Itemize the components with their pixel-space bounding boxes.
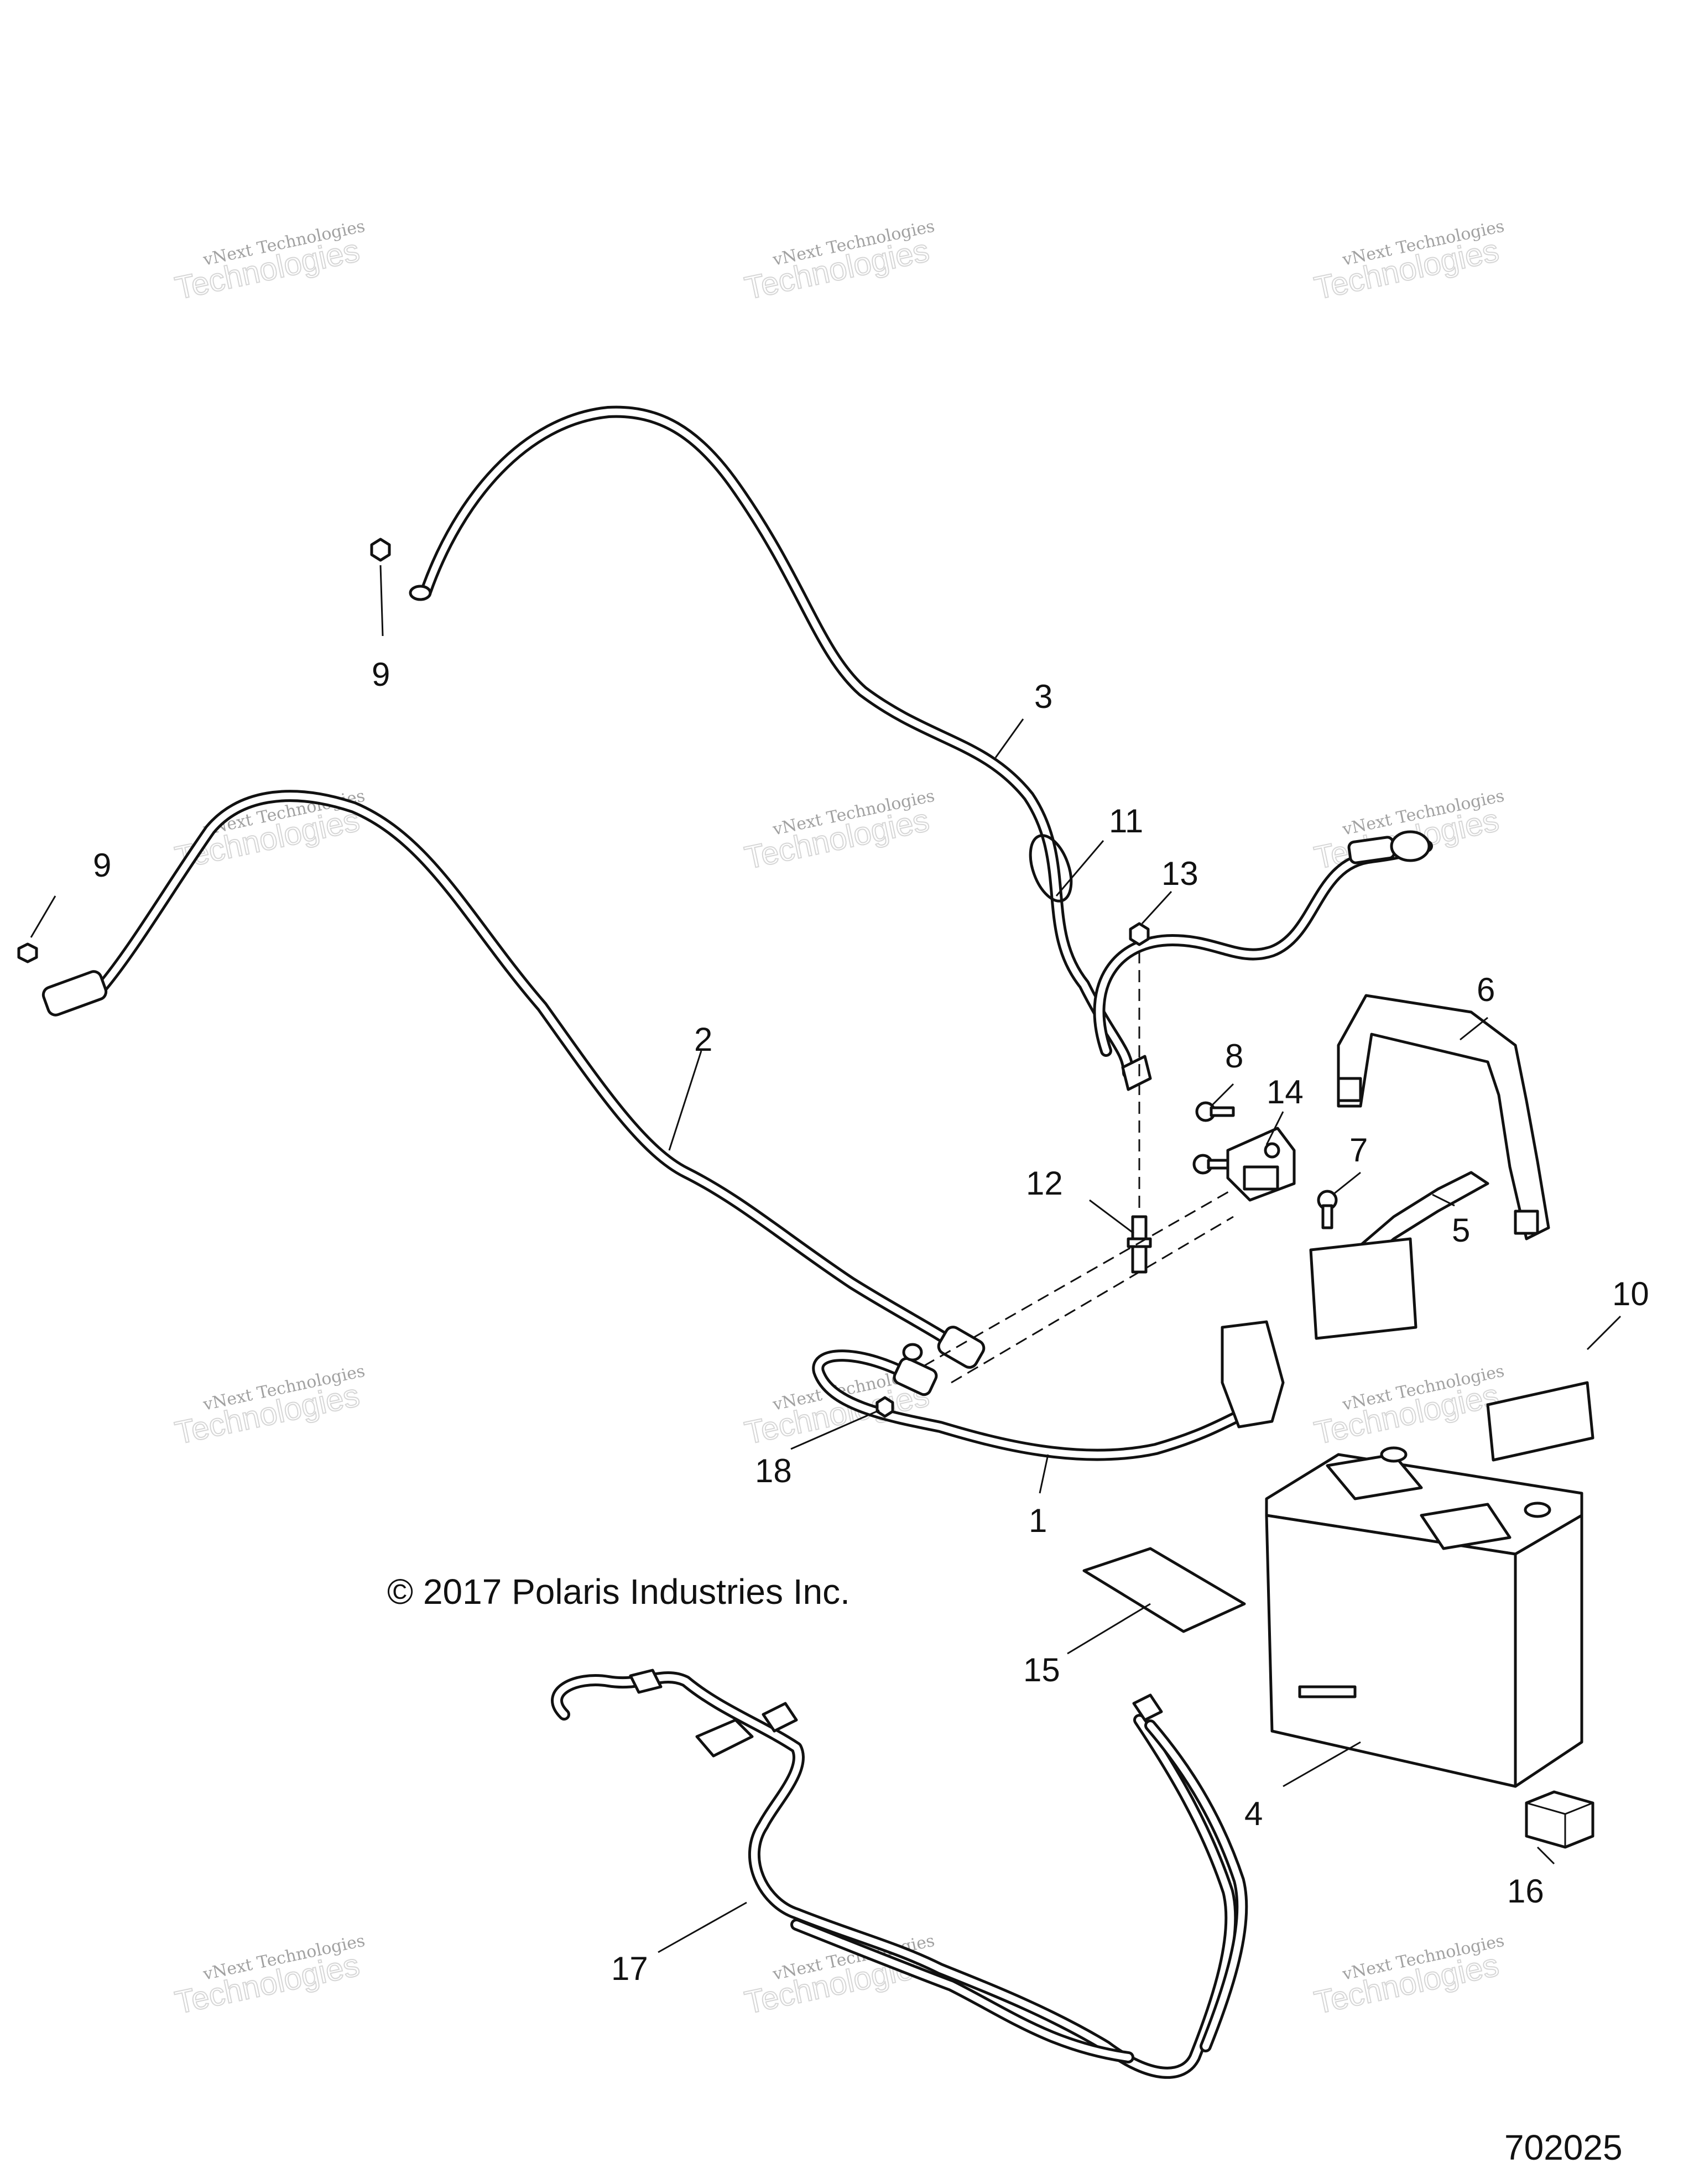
harness-17	[551, 1669, 1248, 2079]
watermark: Technologies vNext Technologies	[741, 217, 936, 307]
bolt-8-lower	[1192, 1154, 1232, 1175]
callout-3: 3	[1034, 678, 1052, 715]
cable-2	[41, 790, 986, 1369]
watermark: Technologies vNext Technologies	[1311, 1931, 1506, 2021]
label-15	[1082, 1547, 1246, 1633]
callout-11: 11	[1109, 802, 1143, 840]
callout-6: 6	[1477, 971, 1495, 1008]
callouts: 9 9 3 2 11 13 8 14 6 7 12 5 10 18 1 15 4…	[93, 656, 1649, 1987]
copyright-notice: © 2017 Polaris Industries Inc.	[387, 1572, 850, 1612]
callout-18: 18	[755, 1452, 792, 1489]
assembly-lines	[923, 951, 1234, 1384]
callout-13: 13	[1161, 855, 1198, 892]
cable-tie-11	[1029, 834, 1073, 903]
callout-16: 16	[1507, 1873, 1544, 1910]
battery-4	[1265, 1446, 1583, 1788]
watermark: Technologies vNext Technologies	[171, 217, 367, 307]
callout-9-top: 9	[372, 656, 390, 693]
watermark: Technologies vNext Technologies	[171, 1931, 367, 2021]
watermark-grid: Technologies vNext Technologies Technolo…	[171, 217, 1506, 2021]
watermark: Technologies vNext Technologies	[741, 786, 936, 877]
leader-lines	[30, 565, 1622, 1953]
callout-9-left: 9	[93, 847, 111, 884]
callout-7: 7	[1349, 1132, 1368, 1169]
cable-1	[812, 1320, 1285, 1461]
bolt-7	[1317, 1190, 1338, 1229]
nut-18	[875, 1396, 894, 1418]
callout-1: 1	[1029, 1502, 1047, 1539]
callout-17: 17	[611, 1950, 648, 1987]
pad-10-upper	[1309, 1237, 1417, 1340]
figure-number: 702025	[1504, 2128, 1623, 2167]
nut-9-left	[17, 942, 38, 963]
pad-10-lower	[1486, 1381, 1594, 1462]
nut-13	[1129, 922, 1150, 946]
relay-14	[1226, 1127, 1296, 1202]
stud-12	[1127, 1215, 1152, 1274]
callout-2: 2	[694, 1021, 712, 1058]
callout-10: 10	[1612, 1275, 1649, 1312]
nut-9-top	[370, 538, 391, 562]
watermark: Technologies vNext Technologies	[1311, 1362, 1506, 1452]
watermark: Technologies vNext Technologies	[171, 1362, 367, 1452]
callout-4: 4	[1244, 1795, 1263, 1832]
callout-5: 5	[1452, 1212, 1470, 1249]
cap-16	[1525, 1790, 1594, 1849]
bolt-8-upper	[1195, 1101, 1235, 1122]
strap-6	[1337, 994, 1550, 1240]
watermark: Technologies vNext Technologies	[1311, 217, 1506, 307]
callout-14: 14	[1267, 1073, 1304, 1111]
callout-8: 8	[1225, 1038, 1243, 1075]
callout-12: 12	[1026, 1165, 1063, 1202]
cable-3	[409, 405, 1433, 1091]
callout-15: 15	[1023, 1651, 1060, 1688]
